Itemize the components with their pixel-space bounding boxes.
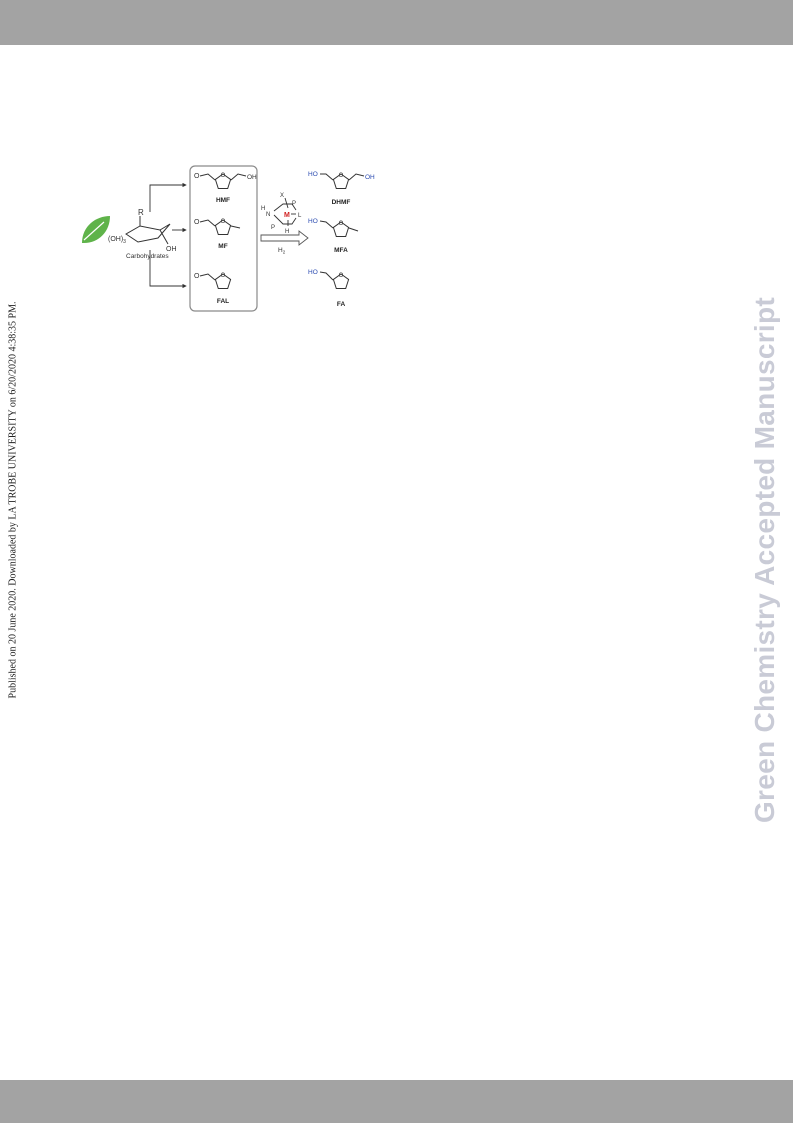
catalyst-metal-label: M bbox=[284, 212, 290, 219]
dhmf-structure bbox=[320, 172, 365, 189]
catalyst-p-top-label: P bbox=[292, 201, 296, 207]
aldehyde-box bbox=[189, 165, 258, 312]
mf-structure: O bbox=[194, 218, 241, 235]
dhmf-ho-label: HO bbox=[308, 171, 318, 178]
catalyst-h-label: H bbox=[261, 206, 265, 212]
carbohydrate-structure bbox=[125, 216, 171, 245]
h2-reagent-label: H2 bbox=[278, 247, 286, 255]
accepted-manuscript-watermark: Green Chemistry Accepted Manuscript bbox=[749, 296, 780, 824]
hmf-structure: O bbox=[194, 172, 247, 189]
catalyst-x-label: X bbox=[280, 193, 284, 199]
fa-label: FA bbox=[337, 301, 346, 308]
reaction-scheme: O R (OH)3 OH Carbohydrates O OH HMF O MF bbox=[82, 165, 375, 312]
catalyst-l-label: L bbox=[298, 213, 302, 219]
conversion-arrows bbox=[149, 182, 187, 289]
catalyst-h-bottom-label: H bbox=[285, 229, 289, 235]
fa-ho-label: HO bbox=[308, 269, 318, 276]
biomass-leaf-icon bbox=[82, 216, 110, 244]
catalyst-n-label: N bbox=[266, 212, 270, 218]
mfa-ho-label: HO bbox=[308, 218, 318, 225]
pincer-catalyst-structure bbox=[273, 197, 297, 226]
fal-structure: O bbox=[194, 272, 232, 289]
mf-label: MF bbox=[218, 243, 227, 250]
fal-label: FAL bbox=[217, 298, 229, 305]
svg-text:O: O bbox=[194, 219, 200, 226]
substituent-r-label: R bbox=[138, 208, 144, 217]
dhmf-label: DHMF bbox=[332, 199, 351, 206]
svg-text:O: O bbox=[194, 273, 200, 280]
catalyst-p-bottom-label: P bbox=[271, 225, 275, 231]
carbohydrates-caption: Carbohydrates bbox=[126, 253, 169, 260]
fa-structure bbox=[319, 271, 350, 289]
mfa-structure bbox=[319, 220, 359, 237]
hydrogenation-arrow bbox=[260, 230, 309, 246]
mfa-label: MFA bbox=[334, 247, 348, 254]
oh3-label: (OH)3 bbox=[108, 236, 126, 245]
header-band bbox=[0, 0, 793, 45]
footer-band bbox=[0, 1080, 793, 1123]
hmf-oh-label: OH bbox=[247, 174, 257, 181]
oh-label: OH bbox=[166, 246, 177, 253]
hmf-label: HMF bbox=[216, 197, 230, 204]
dhmf-oh-label: OH bbox=[365, 174, 375, 181]
svg-text:O: O bbox=[194, 173, 200, 180]
publication-note: Published on 20 June 2020. Downloaded by… bbox=[7, 301, 19, 699]
